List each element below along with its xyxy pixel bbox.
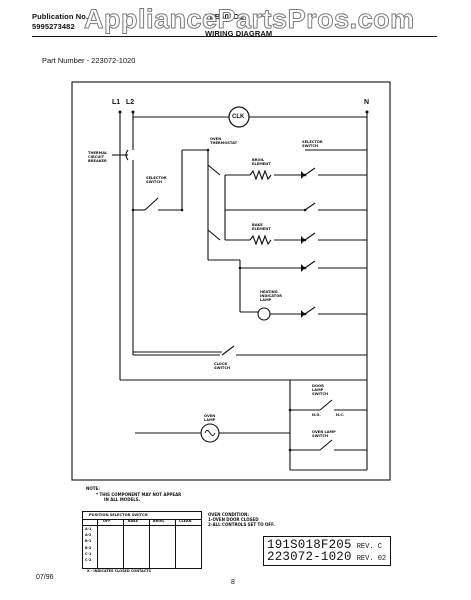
publication-number: 5995273482 bbox=[32, 22, 75, 31]
table-footnote: X - INDICATES CLOSED CONTACTS bbox=[87, 569, 151, 573]
page-title: WIRING DIAGRAM bbox=[205, 29, 273, 38]
note-title: NOTE: bbox=[86, 486, 100, 491]
publication-label: Publication No. bbox=[32, 12, 89, 21]
label-thermal-cutout: THERMAL CIRCUIT BREAKER bbox=[88, 151, 108, 163]
node-l2: L2 bbox=[126, 99, 135, 106]
row-b1: B-1 bbox=[85, 539, 92, 544]
node-n: N bbox=[364, 99, 370, 106]
label-nc: N.C. bbox=[336, 413, 345, 417]
oven-lamp-icon bbox=[204, 430, 216, 436]
footer-date: 07/96 bbox=[36, 574, 54, 581]
row-a1: A-1 bbox=[85, 527, 92, 531]
oven-condition-line1: 1-OVEN DOOR CLOSED bbox=[208, 517, 259, 522]
oven-condition-title: OVEN CONDITION: bbox=[208, 512, 249, 517]
revision-code-2: 223072-1020 bbox=[267, 550, 352, 564]
table-title: POSITION SELECTOR SWITCH bbox=[89, 513, 148, 517]
revision-box: 191S018F205 REV. C 223072-1020 REV. 02 bbox=[263, 536, 391, 566]
watermark: AppliancePartsPros.com bbox=[84, 4, 415, 35]
label-selector-switch-top: SELECTOR SWITCH bbox=[302, 140, 323, 148]
col-broil: BROIL bbox=[153, 519, 165, 523]
note-line1: * THIS COMPONENT MAY NOT APPEAR bbox=[96, 492, 182, 497]
model-number: TEB601CC bbox=[205, 12, 245, 21]
row-a2: A-2 bbox=[85, 533, 92, 538]
row-c2: C-2 bbox=[85, 558, 92, 563]
row-b2: B-2 bbox=[85, 545, 92, 550]
selector-switch-table: POSITION SELECTOR SWITCH OFF BAKE BROIL … bbox=[82, 511, 202, 573]
revision-code-1: 191S018F205 bbox=[267, 538, 352, 552]
col-bake: BAKE bbox=[128, 519, 139, 523]
node-l1: L1 bbox=[112, 99, 121, 106]
label-oven-lamp-switch: OVEN LAMP SWITCH bbox=[312, 430, 336, 438]
oven-condition-line2: 2-ALL CONTROLS SET TO OFF. bbox=[208, 522, 275, 527]
part-number: Part Number - 223072-1020 bbox=[42, 56, 136, 65]
revision-suffix-2: REV. 02 bbox=[356, 555, 387, 563]
label-no: N.O. bbox=[312, 413, 321, 417]
page-number: 8 bbox=[231, 579, 235, 586]
col-off: OFF bbox=[103, 519, 111, 523]
label-heating-indicator: HEATING INDICATOR LAMP bbox=[260, 290, 283, 302]
label-bake-element: BAKE ELEMENT bbox=[252, 223, 271, 231]
label-selector-switch-left: SELECTOR SWITCH bbox=[146, 176, 167, 184]
label-oven-thermostat: OVEN THERMOSTAT bbox=[210, 137, 238, 145]
col-clean: CLEAN bbox=[179, 519, 192, 523]
node-clk: CLK bbox=[232, 114, 245, 120]
label-clock-switch: CLOCK SWITCH bbox=[214, 362, 230, 370]
label-broil-element: BROIL ELEMENT bbox=[252, 158, 271, 166]
revision-suffix-1: REV. C bbox=[356, 543, 382, 551]
label-oven-lamp: OVEN LAMP bbox=[204, 414, 216, 422]
note-line2: IN ALL MODELS. bbox=[104, 497, 141, 502]
clock-motor-icon bbox=[228, 106, 250, 128]
table-rows: A-1 A-2 B-1 B-2 C-1 C-2 bbox=[85, 526, 91, 563]
row-c1: C-1 bbox=[85, 551, 92, 556]
label-door-lamp-switch: DOOR LAMP SWITCH bbox=[312, 384, 328, 396]
diagram-frame bbox=[71, 81, 391, 481]
header-rule bbox=[32, 36, 437, 37]
